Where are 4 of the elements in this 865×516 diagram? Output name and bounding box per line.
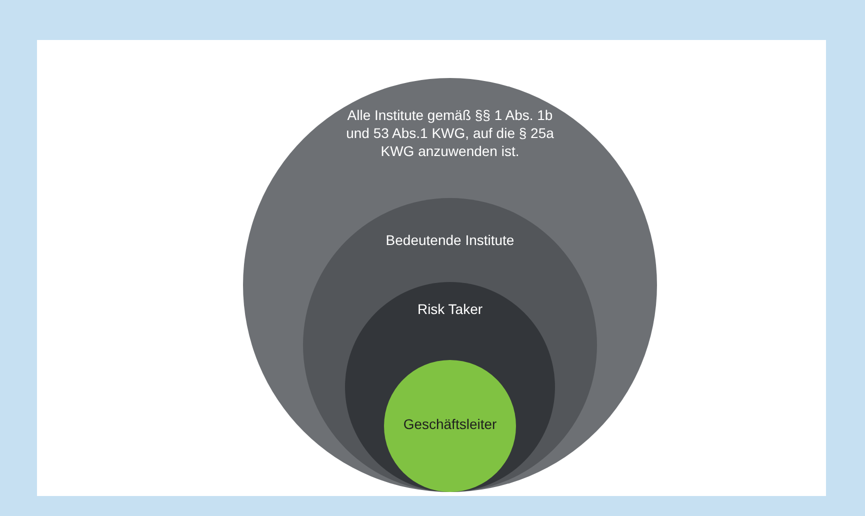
circle-label: Alle Institute gemäß §§ 1 Abs. 1b und 53 Abs.1 KWG, auf die § 25a KWG anzuwenden ist. (345, 106, 555, 160)
circle-label: Risk Taker (416, 300, 484, 318)
circle-label: Geschäftsleiter (402, 415, 498, 433)
circle-label: Bedeutende Institute (384, 231, 516, 249)
